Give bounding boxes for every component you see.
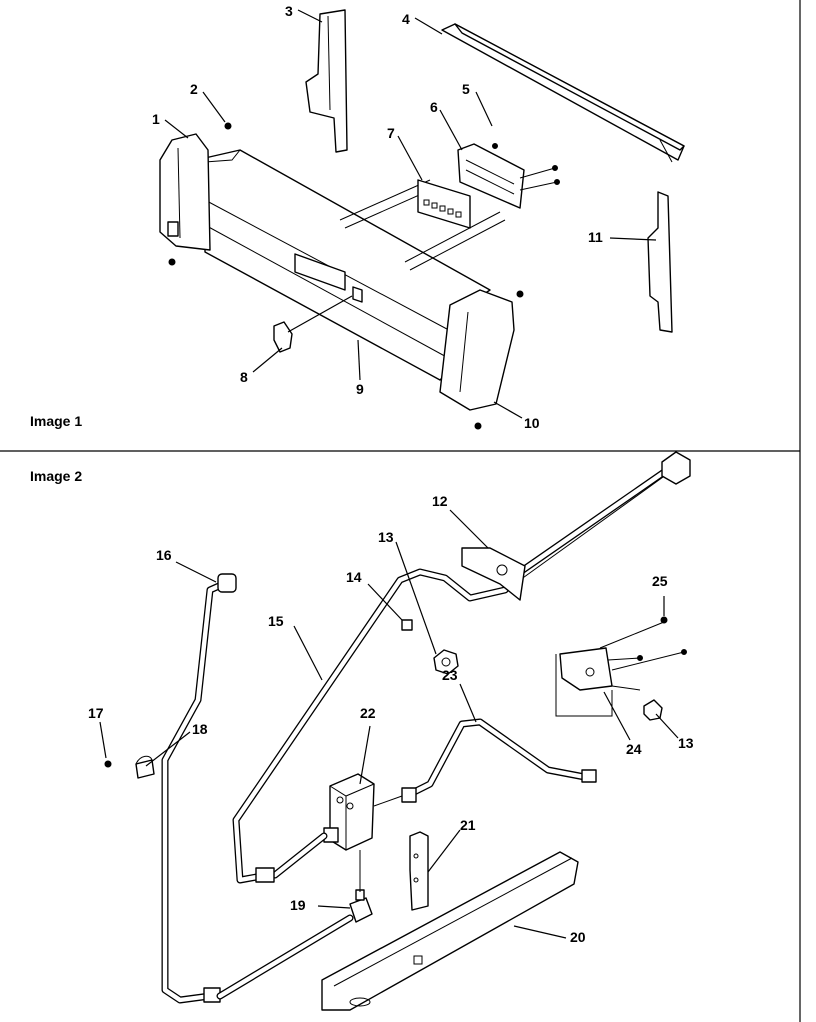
image2-leaders bbox=[99, 509, 679, 939]
label-17: 17 bbox=[88, 705, 104, 721]
part-14-fitting bbox=[401, 619, 413, 631]
part-16-elbow bbox=[161, 573, 237, 1004]
image1-caption: Image 1 bbox=[30, 413, 82, 429]
label-8: 8 bbox=[240, 369, 248, 385]
label-6: 6 bbox=[430, 99, 438, 115]
label-13-lower: 13 bbox=[678, 735, 694, 751]
part-8-switch bbox=[273, 321, 293, 353]
label-14: 14 bbox=[346, 569, 362, 585]
label-25: 25 bbox=[652, 573, 668, 589]
label-1: 1 bbox=[152, 111, 160, 127]
part-24-bracket bbox=[555, 621, 687, 717]
label-20: 20 bbox=[570, 929, 586, 945]
part-22-valve bbox=[255, 773, 375, 883]
fitting-nut-top-right bbox=[661, 451, 691, 485]
part-21-bracket bbox=[409, 831, 429, 911]
label-4: 4 bbox=[402, 11, 410, 27]
part-7-control-board bbox=[417, 179, 471, 229]
part-12-bracket bbox=[461, 547, 526, 601]
part-6-electronic-control bbox=[457, 143, 560, 209]
label-24: 24 bbox=[626, 741, 642, 757]
label-9: 9 bbox=[356, 381, 364, 397]
part-2-screw bbox=[224, 122, 232, 130]
part-3-side-bracket bbox=[305, 9, 348, 153]
image1-leaders bbox=[164, 9, 657, 419]
label-2: 2 bbox=[190, 81, 198, 97]
part-9-backguard-panel bbox=[204, 149, 491, 381]
label-18: 18 bbox=[192, 721, 208, 737]
image1-panel: 1 2 3 4 5 6 7 8 9 10 11 Image 1 bbox=[30, 3, 685, 431]
part-19-valve-small bbox=[349, 850, 373, 923]
lower-tube bbox=[216, 914, 354, 1000]
image2-caption: Image 2 bbox=[30, 468, 82, 484]
image2-panel: 12 13 14 15 16 17 18 19 20 21 22 23 24 1… bbox=[30, 451, 694, 1011]
label-21: 21 bbox=[460, 817, 476, 833]
part-1-left-endcap bbox=[159, 133, 211, 266]
label-12: 12 bbox=[432, 493, 448, 509]
part-25-screw bbox=[660, 616, 668, 624]
label-13-upper: 13 bbox=[378, 529, 394, 545]
part-12-pipe bbox=[519, 471, 671, 581]
label-3: 3 bbox=[285, 3, 293, 19]
part-18-clamp bbox=[135, 755, 155, 779]
label-23: 23 bbox=[442, 667, 458, 683]
part-4-top-trim bbox=[441, 23, 685, 163]
part-17-screw bbox=[104, 760, 112, 768]
label-22: 22 bbox=[360, 705, 376, 721]
part-20-base-rail bbox=[321, 851, 579, 1011]
label-19: 19 bbox=[290, 897, 306, 913]
label-7: 7 bbox=[387, 125, 395, 141]
label-11: 11 bbox=[588, 229, 603, 245]
part-10-right-endcap bbox=[439, 289, 524, 430]
part-11-side-bracket bbox=[647, 191, 673, 333]
label-15: 15 bbox=[268, 613, 284, 629]
label-16: 16 bbox=[156, 547, 172, 563]
label-10: 10 bbox=[524, 415, 540, 431]
label-5: 5 bbox=[462, 81, 470, 97]
part-23-tube bbox=[373, 718, 597, 807]
part-13-nut-upper bbox=[433, 649, 459, 675]
